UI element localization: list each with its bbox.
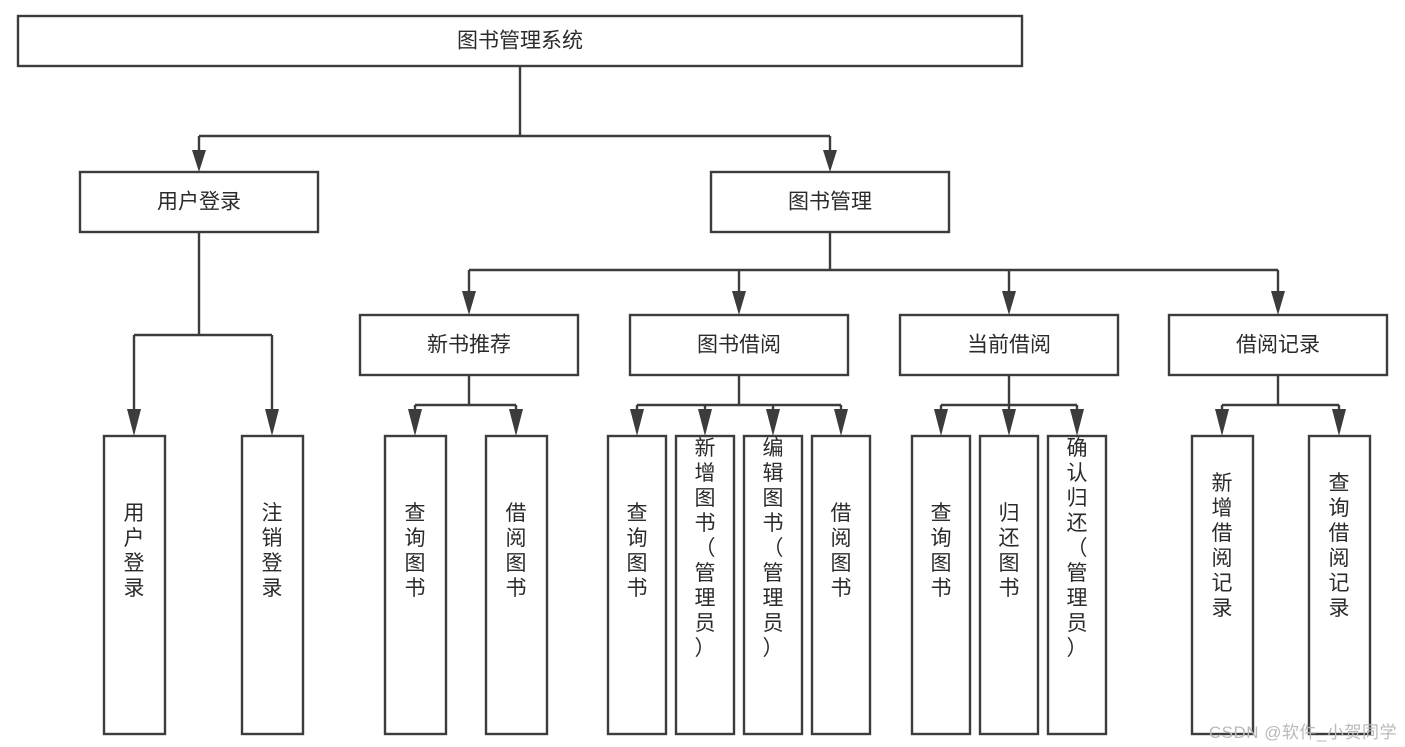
node-leaf-query-book-c-box[interactable] bbox=[910, 434, 972, 736]
node-leaf-logout-box[interactable] bbox=[240, 434, 305, 736]
node-leaf-add-record-box[interactable] bbox=[1190, 434, 1255, 736]
node-leaf-borrow-book-a[interactable]: 借阅图书 bbox=[484, 434, 549, 736]
arrow-to-record bbox=[1271, 291, 1285, 315]
node-leaf-add-record-label: 新增借阅记录 bbox=[1212, 472, 1233, 620]
node-new-book-recommend-label: 新书推荐 bbox=[427, 334, 511, 357]
arrow-userlogin-leaf-2 bbox=[265, 409, 279, 436]
node-root-box[interactable] bbox=[16, 14, 1024, 68]
node-leaf-query-book-a[interactable]: 查询图书 bbox=[383, 434, 448, 736]
node-leaf-add-record[interactable]: 新增借阅记录 bbox=[1190, 434, 1255, 736]
node-leaf-query-book-a-box[interactable] bbox=[383, 434, 448, 736]
node-leaf-query-book-c[interactable]: 查询图书 bbox=[910, 434, 972, 736]
node-leaf-query-book-b-box[interactable] bbox=[606, 434, 668, 736]
node-leaf-logout[interactable]: 注销登录 bbox=[240, 434, 305, 736]
node-user-login-box[interactable] bbox=[78, 170, 320, 234]
node-book-borrow-box[interactable] bbox=[628, 313, 850, 377]
node-leaf-edit-book[interactable]: 编辑图书（管理员） bbox=[742, 434, 804, 736]
node-root[interactable]: 图书管理系统 bbox=[16, 14, 1024, 68]
connector-layer bbox=[127, 66, 1346, 436]
node-user-login-label: 用户登录 bbox=[157, 191, 241, 214]
arrow-borrow-leaf-4 bbox=[834, 409, 848, 436]
arrow-to-borrow bbox=[732, 291, 746, 315]
arrow-current-leaf-1 bbox=[934, 409, 948, 436]
node-leaf-add-book-label: 新增图书（管理员） bbox=[695, 437, 716, 660]
node-new-book-recommend[interactable]: 新书推荐 bbox=[358, 313, 580, 377]
node-current-borrow-box[interactable] bbox=[898, 313, 1120, 377]
node-leaf-add-book[interactable]: 新增图书（管理员） bbox=[674, 434, 736, 736]
arrow-borrow-leaf-3 bbox=[766, 409, 780, 436]
node-leaf-confirm-return-label: 确认归还（管理员） bbox=[1067, 437, 1088, 660]
node-new-book-recommend-box[interactable] bbox=[358, 313, 580, 377]
node-leaf-query-record-label: 查询借阅记录 bbox=[1329, 472, 1350, 620]
node-current-borrow-label: 当前借阅 bbox=[967, 334, 1051, 357]
node-book-manage-box[interactable] bbox=[709, 170, 951, 234]
node-leaf-query-record-box[interactable] bbox=[1307, 434, 1372, 736]
arrow-borrow-leaf-2 bbox=[698, 409, 712, 436]
arrow-to-current bbox=[1002, 291, 1016, 315]
arrow-record-leaf-2 bbox=[1332, 409, 1346, 436]
arrow-borrow-leaf-1 bbox=[630, 409, 644, 436]
node-leaf-return-book-box[interactable] bbox=[978, 434, 1040, 736]
node-leaf-query-book-b[interactable]: 查询图书 bbox=[606, 434, 668, 736]
arrow-newbook-leaf-1 bbox=[408, 409, 422, 436]
node-leaf-return-book-label: 归还图书 bbox=[999, 502, 1020, 600]
arrow-to-book-manage bbox=[823, 150, 837, 172]
node-leaf-borrow-book-a-box[interactable] bbox=[484, 434, 549, 736]
node-leaf-borrow-book-b-box[interactable] bbox=[810, 434, 872, 736]
node-book-borrow[interactable]: 图书借阅 bbox=[628, 313, 850, 377]
node-borrow-record-box[interactable] bbox=[1167, 313, 1389, 377]
node-leaf-query-book-c-label: 查询图书 bbox=[931, 502, 952, 600]
node-book-borrow-label: 图书借阅 bbox=[697, 334, 781, 357]
node-book-manage-label: 图书管理 bbox=[788, 191, 872, 214]
node-leaf-borrow-book-a-label: 借阅图书 bbox=[506, 502, 527, 600]
node-borrow-record-label: 借阅记录 bbox=[1236, 334, 1320, 357]
node-leaf-edit-book-box[interactable] bbox=[742, 434, 804, 736]
arrow-current-leaf-3 bbox=[1070, 409, 1084, 436]
arrow-userlogin-leaf-1 bbox=[127, 409, 141, 436]
node-current-borrow[interactable]: 当前借阅 bbox=[898, 313, 1120, 377]
node-root-label: 图书管理系统 bbox=[457, 30, 583, 53]
node-leaf-borrow-book-b-label: 借阅图书 bbox=[831, 502, 852, 600]
node-leaf-confirm-return-box[interactable] bbox=[1046, 434, 1108, 736]
node-leaf-user-login-box[interactable] bbox=[102, 434, 167, 736]
arrow-record-leaf-1 bbox=[1215, 409, 1229, 436]
node-leaf-query-book-b-label: 查询图书 bbox=[627, 502, 648, 600]
node-leaf-query-book-a-label: 查询图书 bbox=[405, 502, 426, 600]
arrow-newbook-leaf-2 bbox=[509, 409, 523, 436]
node-leaf-user-login[interactable]: 用户登录 bbox=[102, 434, 167, 736]
node-leaf-confirm-return[interactable]: 确认归还（管理员） bbox=[1046, 434, 1108, 736]
arrow-to-newbook bbox=[462, 291, 476, 315]
node-book-manage[interactable]: 图书管理 bbox=[709, 170, 951, 234]
node-leaf-user-login-label: 用户登录 bbox=[124, 502, 145, 600]
node-leaf-borrow-book-b[interactable]: 借阅图书 bbox=[810, 434, 872, 736]
node-leaf-edit-book-label: 编辑图书（管理员） bbox=[763, 437, 784, 660]
arrow-current-leaf-2 bbox=[1002, 409, 1016, 436]
node-user-login[interactable]: 用户登录 bbox=[78, 170, 320, 234]
node-leaf-logout-label: 注销登录 bbox=[262, 502, 283, 600]
node-leaf-add-book-box[interactable] bbox=[674, 434, 736, 736]
node-leaf-return-book[interactable]: 归还图书 bbox=[978, 434, 1040, 736]
node-leaf-query-record[interactable]: 查询借阅记录 bbox=[1307, 434, 1372, 736]
arrow-to-user-login bbox=[192, 150, 206, 172]
node-borrow-record[interactable]: 借阅记录 bbox=[1167, 313, 1389, 377]
